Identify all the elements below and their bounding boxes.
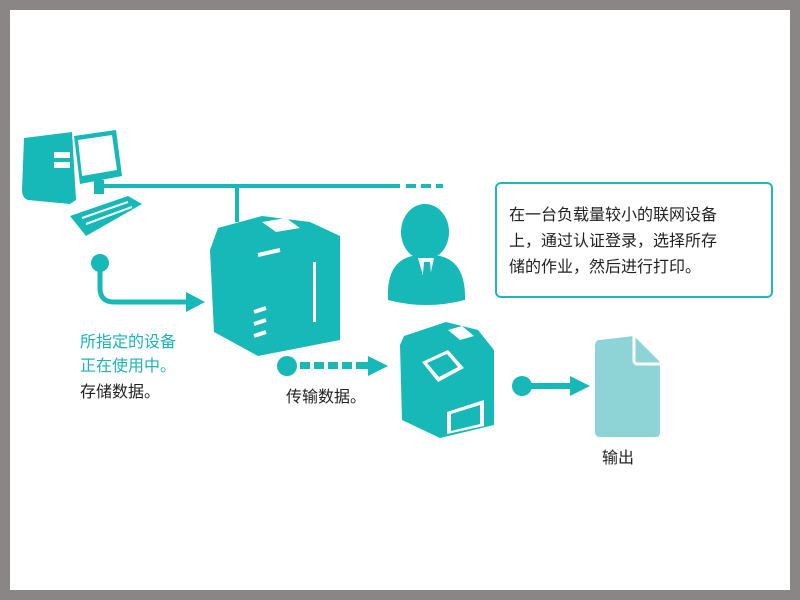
user-icon [387, 204, 466, 305]
networked-printer-icon [400, 322, 494, 438]
note-line: 储的作业，然后进行打印。 [509, 257, 702, 276]
store-arrow [91, 254, 205, 312]
network-line [95, 184, 443, 222]
designated-device-label-line1: 所指定的设备 [80, 332, 177, 351]
output-arrow [512, 376, 590, 396]
multifunction-printer-icon [210, 216, 340, 356]
store-data-label: 存储数据。 [80, 382, 161, 401]
computer-icon [22, 130, 142, 236]
note-line: 上，通过认证登录，选择所存 [509, 231, 718, 250]
transfer-arrow [277, 356, 388, 376]
transfer-data-label: 传输数据。 [286, 387, 367, 406]
designated-device-label-line2: 正在使用中。 [80, 356, 177, 375]
output-label: 输出 [602, 448, 635, 467]
note-box: 在一台负载量较小的联网设备 上，通过认证登录，选择所存 储的作业，然后进行打印。 [495, 182, 773, 298]
note-line: 在一台负载量较小的联网设备 [509, 205, 718, 224]
document-icon [595, 336, 660, 437]
